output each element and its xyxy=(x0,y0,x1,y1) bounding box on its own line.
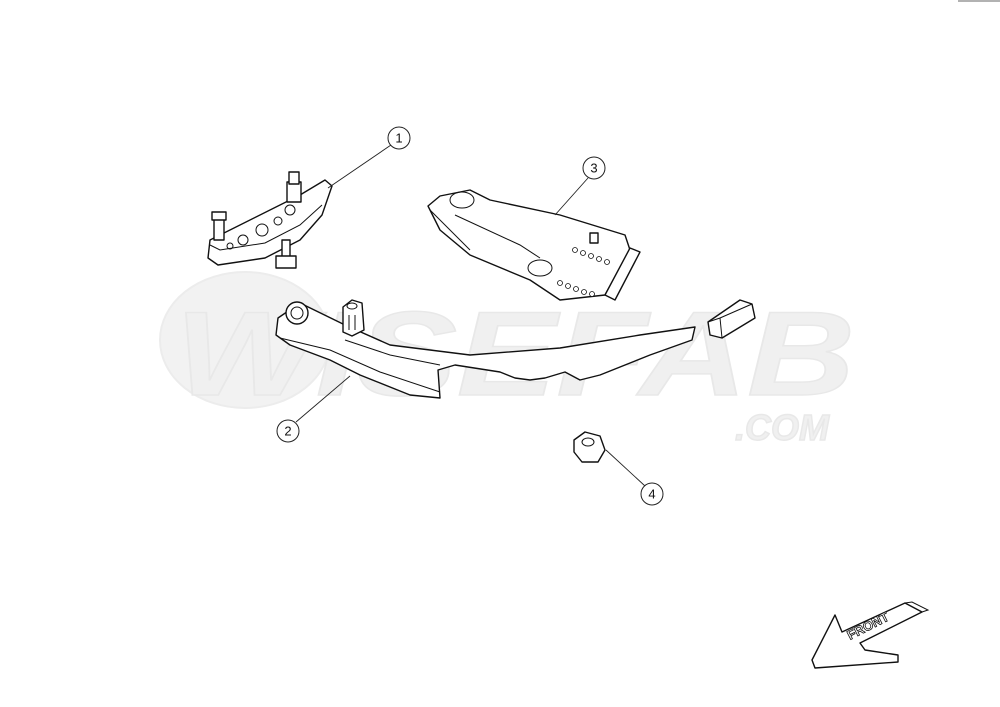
callout-number: 3 xyxy=(590,161,597,176)
part-1-bracket xyxy=(207,171,333,269)
callout-4: 4 xyxy=(640,482,664,506)
part-2-steering-arm xyxy=(275,299,696,399)
front-direction-arrow: FRONT xyxy=(811,601,930,669)
part-4-nut xyxy=(573,431,606,463)
part-3-plate xyxy=(427,189,641,301)
callout-1: 1 xyxy=(387,126,411,150)
callout-3: 3 xyxy=(582,156,606,180)
leader-lines xyxy=(295,144,646,487)
callout-number: 1 xyxy=(395,131,402,146)
callout-2: 2 xyxy=(276,419,300,443)
callout-number: 2 xyxy=(284,424,291,439)
watermark-suffix: .COM xyxy=(735,407,830,448)
callout-number: 4 xyxy=(648,487,655,502)
hex-spacer xyxy=(707,299,756,339)
